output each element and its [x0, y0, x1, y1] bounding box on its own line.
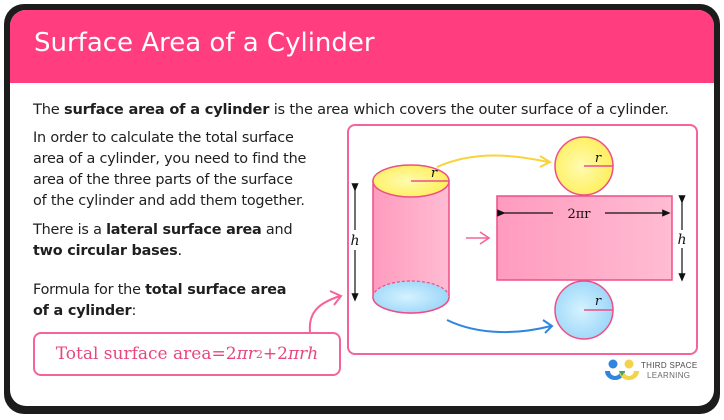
parts-mid: and [261, 222, 293, 238]
formula-intro-prefix: Formula for the [33, 282, 146, 298]
formula-intro-bold: of a cylinder [33, 303, 132, 319]
parts-suffix: . [177, 243, 182, 259]
paragraph-line: of the cylinder and add them together. [33, 193, 305, 209]
formula-equals: = [211, 344, 226, 364]
bases-term: two circular bases [33, 243, 178, 259]
paragraph-line: In order to calculate the total surface [33, 130, 294, 146]
lesson-card: Surface Area of a Cylinder The surface a… [10, 10, 714, 406]
formula-plus: + [262, 344, 278, 364]
logo-wordmark: THIRD SPACE LEARNING [641, 361, 698, 381]
top-circle-radius-label: r [595, 151, 602, 166]
lateral-term: lateral surface area [106, 222, 262, 238]
formula-connector-arrow [308, 290, 343, 333]
bottom-base-arrow [446, 319, 554, 334]
header-bar: Surface Area of a Cylinder [10, 10, 714, 83]
intro-bold-term: surface area of a cylinder [63, 101, 270, 118]
lateral-rectangle [496, 195, 673, 281]
top-circle-base [554, 136, 614, 196]
formula-term: π [236, 344, 248, 364]
logo-line-1: THIRD SPACE [641, 361, 698, 370]
formula-label: Total surface area [55, 344, 212, 364]
parts-paragraph: There is a lateral surface area and two … [33, 220, 293, 262]
cylinder-height-label: h [350, 233, 359, 249]
paragraph-line: area of a cylinder, you need to find the [33, 151, 307, 167]
rectangle-height-label: h [677, 232, 686, 248]
cylinder-radius-label: r [431, 166, 438, 181]
cylinder-net-diagram: r h r [308, 136, 687, 380]
formula-intro-bold: total surface area [145, 282, 287, 298]
cylinder-shape [372, 164, 450, 314]
formula-term: 2 [277, 344, 288, 364]
diagram-frame [347, 124, 698, 355]
intro-text: The surface area of a cylinder is the ar… [33, 101, 669, 118]
bottom-circle-base [554, 280, 614, 340]
formula-term: rh [299, 344, 319, 364]
parts-prefix: There is a [33, 222, 107, 238]
lateral-arrow [466, 231, 491, 245]
rectangle-width-label: 2πr [567, 207, 591, 222]
formula-intro-suffix: : [131, 303, 137, 319]
page-title: Surface Area of a Cylinder [34, 28, 375, 58]
formula-term: π [287, 344, 300, 364]
paragraph-line: area of the three parts of the surface [33, 172, 293, 188]
formula-exponent: 2 [255, 347, 263, 361]
explanation-paragraph: In order to calculate the total surface … [33, 128, 306, 212]
formula-term: 2 [225, 344, 237, 364]
bottom-circle-radius-label: r [595, 294, 602, 309]
third-space-learning-logo-icon [605, 359, 639, 380]
logo-line-2: LEARNING [647, 371, 691, 380]
formula-term: r [247, 344, 256, 364]
intro-suffix: is the area which covers the outer surfa… [269, 101, 669, 118]
intro-prefix: The [33, 101, 64, 118]
top-base-arrow [436, 154, 553, 168]
formula-intro-paragraph: Formula for the total surface area of a … [33, 280, 286, 322]
